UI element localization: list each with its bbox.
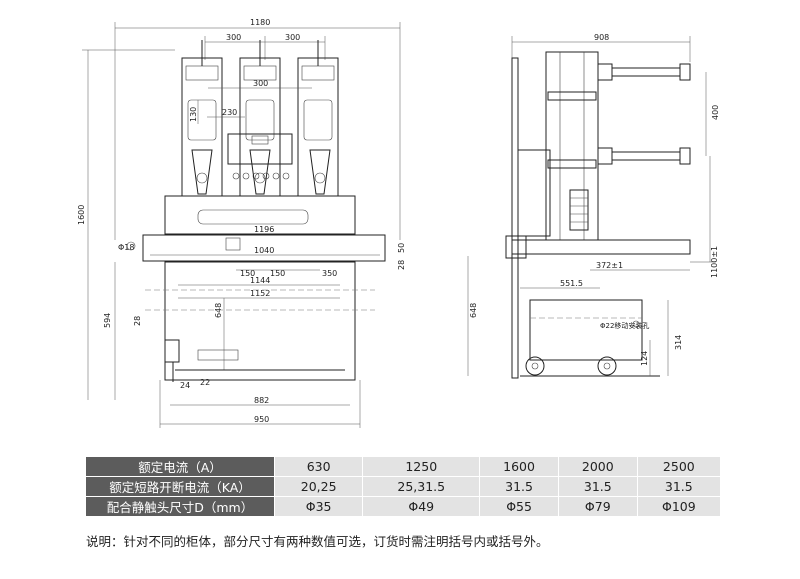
- dim-150-a: 150: [240, 269, 255, 278]
- spec-row-label: 额定短路开断电流（KA）: [86, 477, 274, 497]
- spec-cell: 20,25: [274, 477, 363, 497]
- dim-300-a: 300: [226, 33, 241, 42]
- front-view: 1180 300 300 1600 300 230 130: [77, 18, 406, 428]
- dim-1040: 1040: [254, 246, 274, 255]
- dim-28-left: 28: [133, 316, 142, 326]
- dim-24: 24: [180, 381, 190, 390]
- dim-124: 124: [640, 351, 649, 366]
- spec-cell: 630: [274, 457, 363, 477]
- dim-230: 230: [222, 108, 237, 117]
- dim-phi18: Φ18: [118, 243, 134, 252]
- spec-cell: 2500: [636, 457, 720, 477]
- dim-950: 950: [254, 415, 269, 424]
- spec-cell: Φ49: [362, 497, 480, 516]
- spec-cell: 1600: [479, 457, 558, 477]
- dim-1144: 1144: [250, 276, 270, 285]
- hole-note: Φ22移动安装孔: [600, 321, 649, 330]
- dim-1600: 1600: [77, 205, 86, 225]
- spec-row-label: 额定电流（A）: [86, 457, 274, 477]
- note-text: 说明：针对不同的柜体，部分尺寸有两种数值可选，订货时需注明括号内或括号外。: [86, 534, 549, 549]
- dim-1180: 1180: [250, 18, 270, 27]
- dim-400: 400: [711, 105, 720, 120]
- spec-row-label: 配合静触头尺寸D（mm）: [86, 497, 274, 516]
- spec-cell: 2000: [557, 457, 637, 477]
- spec-cell: 31.5: [636, 477, 720, 497]
- dim-50: 50: [397, 243, 406, 253]
- dim-1196: 1196: [254, 225, 274, 234]
- dim-1100: 1100±1: [710, 246, 719, 278]
- spec-cell: Φ55: [479, 497, 558, 516]
- dim-28-right: 28: [397, 260, 406, 270]
- dim-300-b: 300: [285, 33, 300, 42]
- spec-cell: Φ35: [274, 497, 363, 516]
- spec-cell: 1250: [362, 457, 480, 477]
- dim-551: 551.5: [560, 279, 583, 288]
- dim-648-side: 648: [469, 303, 478, 318]
- dim-314: 314: [674, 335, 683, 350]
- dim-882: 882: [254, 396, 269, 405]
- dim-648-front: 648: [214, 303, 223, 318]
- spec-cell: 25,31.5: [362, 477, 480, 497]
- dim-908: 908: [594, 33, 609, 42]
- spec-cell: 31.5: [479, 477, 558, 497]
- spec-cell: Φ79: [557, 497, 637, 516]
- dim-300-inner: 300: [253, 79, 268, 88]
- side-view: 908 400 1100±1: [467, 33, 720, 379]
- dim-594: 594: [103, 313, 112, 328]
- dim-350: 350: [322, 269, 337, 278]
- dim-1152: 1152: [250, 289, 270, 298]
- dim-372: 372±1: [596, 261, 623, 270]
- spec-cell: Φ109: [636, 497, 720, 516]
- spec-cell: 31.5: [557, 477, 637, 497]
- dim-130: 130: [189, 107, 198, 122]
- switch-row: [232, 172, 290, 180]
- dim-22: 22: [200, 378, 210, 387]
- dim-150-b: 150: [270, 269, 285, 278]
